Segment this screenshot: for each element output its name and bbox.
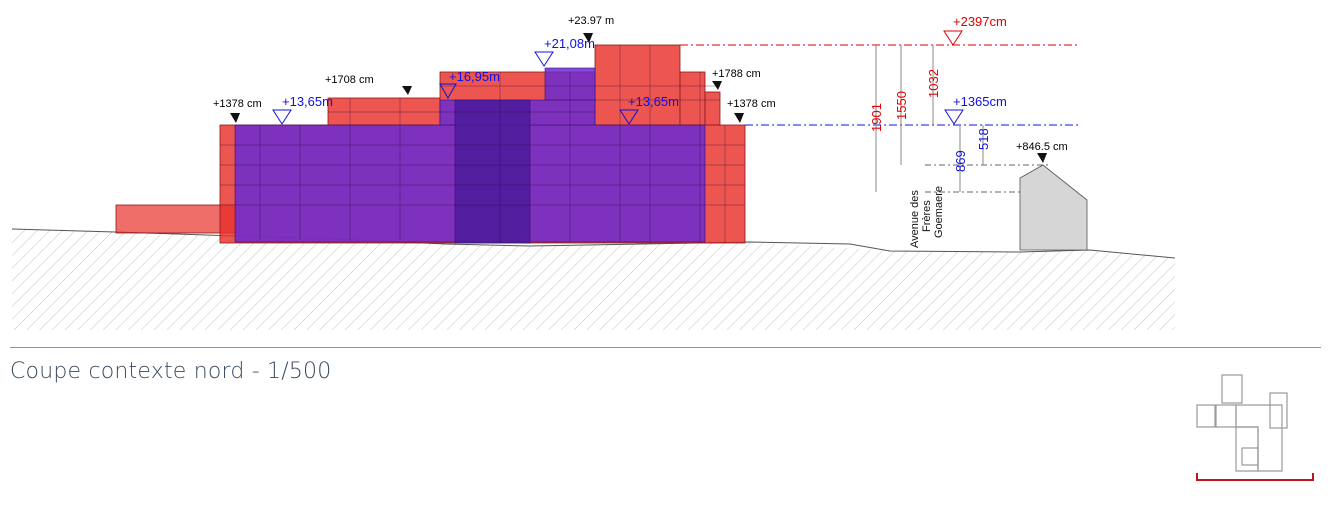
red-level-marker bbox=[943, 30, 963, 46]
proposed-building bbox=[234, 67, 706, 244]
blue-level-markers bbox=[272, 51, 964, 125]
red-dimension: 1032 bbox=[926, 69, 941, 98]
level-label: +846.5 cm bbox=[1016, 141, 1068, 153]
red-dimension: 1901 bbox=[869, 103, 884, 132]
facade-lines bbox=[220, 45, 745, 243]
level-label: +1378 cm bbox=[213, 98, 262, 110]
dimension-lines bbox=[875, 45, 984, 192]
drawing-caption: Coupe contexte nord - 1/500 bbox=[10, 359, 332, 384]
blue-level-label: +13,65m bbox=[282, 94, 333, 109]
red-dimension: 1550 bbox=[894, 91, 909, 120]
red-level-label: +2397cm bbox=[953, 14, 1007, 29]
blue-dimension: 518 bbox=[976, 128, 991, 150]
section-drawing: +1378 cm +1708 cm +23.97 m +1788 cm +137… bbox=[11, 14, 1176, 330]
level-markers bbox=[230, 33, 1047, 163]
scale-bar bbox=[1196, 473, 1314, 481]
street-label: Frères bbox=[921, 200, 933, 232]
neighbour-house bbox=[1019, 164, 1088, 251]
level-label: +1708 cm bbox=[325, 74, 374, 86]
blue-dimension: 869 bbox=[953, 150, 968, 172]
level-label: +23.97 m bbox=[568, 15, 614, 27]
blue-level-label: +21,08m bbox=[544, 36, 595, 51]
level-label: +1788 cm bbox=[712, 68, 761, 80]
blue-level-label: +16,95m bbox=[449, 69, 500, 84]
key-plan bbox=[1196, 374, 1314, 481]
blue-level-label: +13,65m bbox=[628, 94, 679, 109]
blue-level-label: +1365cm bbox=[953, 94, 1007, 109]
caption-separator bbox=[10, 347, 1321, 348]
ground-hatch bbox=[12, 229, 1175, 330]
street-label: Avenue des bbox=[909, 190, 921, 248]
level-label: +1378 cm bbox=[727, 98, 776, 110]
street-label: Goemaere bbox=[933, 186, 945, 238]
